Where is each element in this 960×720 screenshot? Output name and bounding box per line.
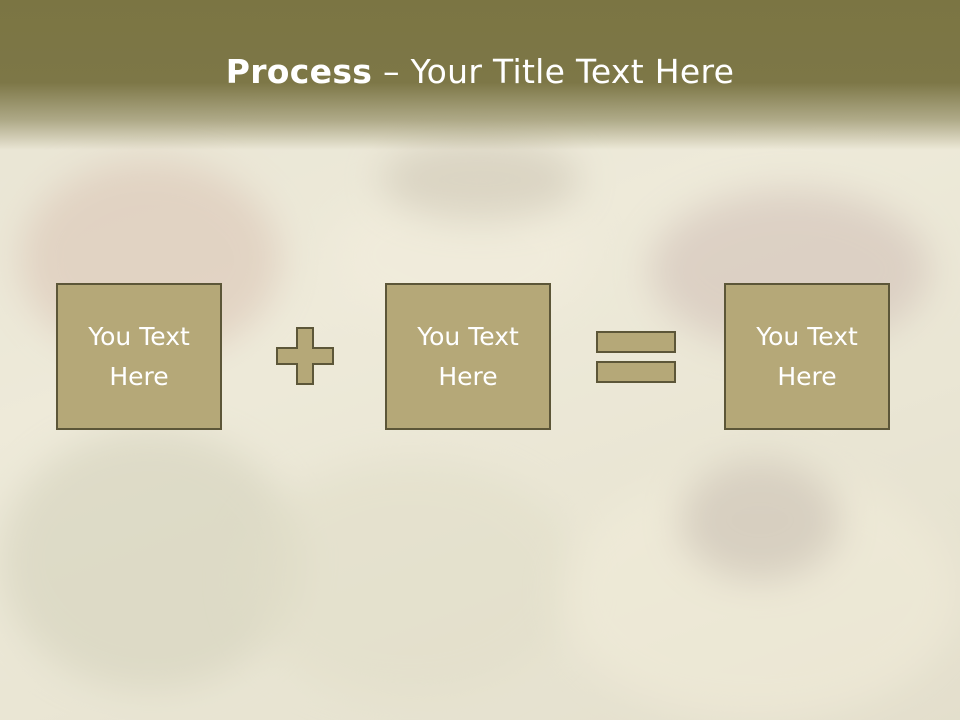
title-rest: – Your Title Text Here (372, 52, 735, 91)
title-bold: Process (225, 52, 373, 91)
slide-title: Process – Your Title Text Here (0, 52, 960, 91)
process-box-2-label: You Text Here (417, 321, 519, 391)
title-band: Process – Your Title Text Here (0, 0, 960, 150)
equals-icon (596, 331, 676, 383)
process-box-1: You Text Here (56, 283, 222, 430)
process-box-3-label: You Text Here (756, 321, 858, 391)
plus-icon (276, 327, 334, 385)
process-box-1-label: You Text Here (88, 321, 190, 391)
process-box-3: You Text Here (724, 283, 890, 430)
process-box-2: You Text Here (385, 283, 551, 430)
